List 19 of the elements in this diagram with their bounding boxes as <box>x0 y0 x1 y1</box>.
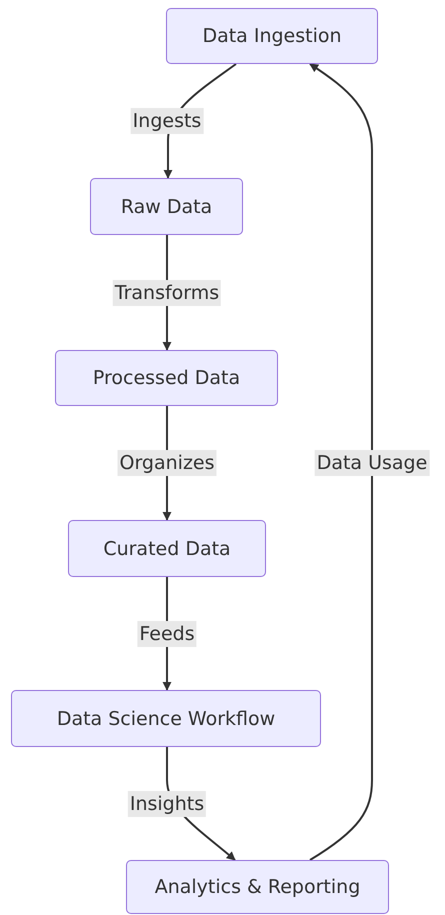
node-label: Analytics & Reporting <box>154 876 360 898</box>
edge-label: Ingests <box>130 108 204 134</box>
edge-label: Feeds <box>137 620 197 646</box>
edge-label: Data Usage <box>314 450 430 476</box>
edge-label: Insights <box>128 790 206 816</box>
process-box <box>166 8 378 64</box>
node-label: Data Science Workflow <box>56 708 276 730</box>
process-box <box>68 520 266 577</box>
arrow <box>309 63 373 861</box>
process-box <box>55 350 278 406</box>
node-label: Raw Data <box>120 196 212 218</box>
edge-label: Organizes <box>117 450 217 476</box>
node-label: Curated Data <box>103 538 231 560</box>
edge-label: Transforms <box>112 280 222 306</box>
node-label: Data Ingestion <box>202 25 342 47</box>
node-label: Processed Data <box>92 367 240 389</box>
process-box <box>11 690 321 747</box>
process-box <box>90 178 243 235</box>
process-box <box>126 860 389 914</box>
